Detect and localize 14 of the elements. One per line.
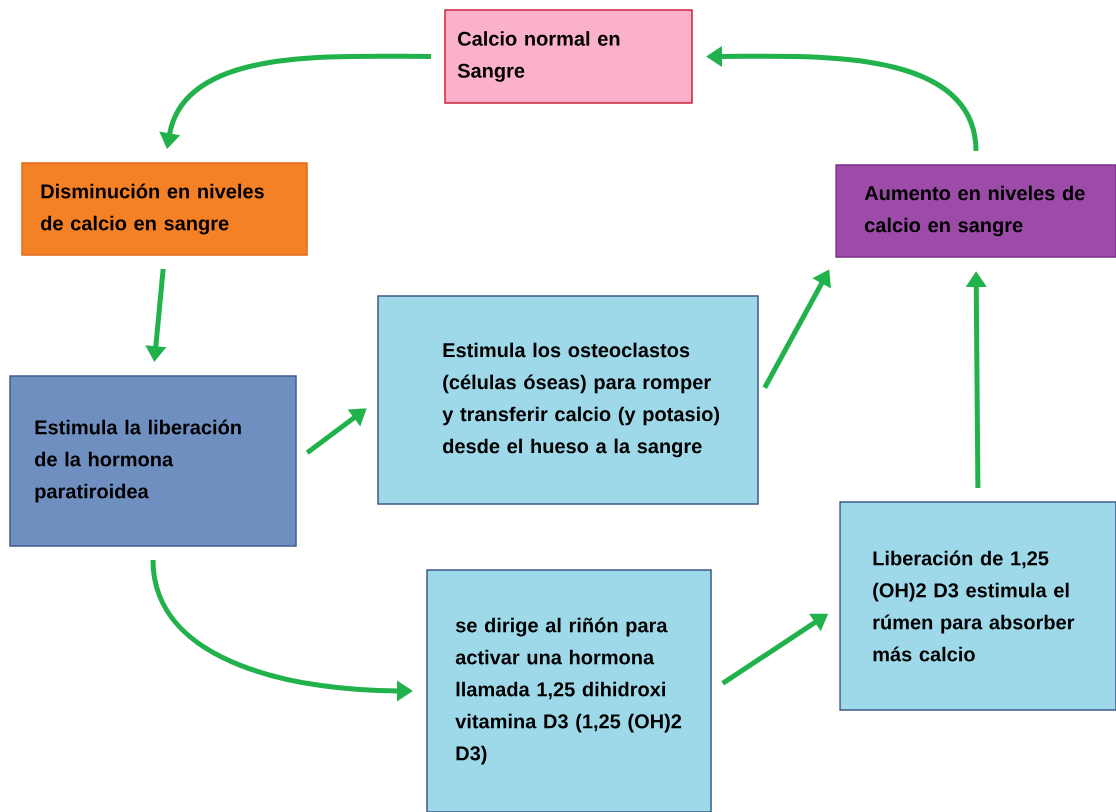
node-label: Aumento en niveles de calcio en sangre — [864, 185, 1085, 237]
process-box — [839, 501, 1116, 711]
process-box — [426, 569, 712, 812]
node-label: se dirige al riñón para activar una hormona llamada 1,25 dihidroxi vitamina D3 (1,25 (OH)2 D3) — [455, 617, 682, 765]
process-box — [444, 9, 693, 104]
node-label: Disminución en niveles de calcio en sangre — [41, 183, 264, 235]
process-box — [21, 162, 308, 256]
process-box — [377, 295, 759, 505]
node-label: Calcio normal en Sangre — [457, 31, 620, 82]
process-box — [9, 375, 297, 547]
node-label: Estimula los osteoclastos (células óseas) para romper y transferir calcio (y potasio) desde el hueso a la sangre — [442, 342, 720, 458]
process-box — [835, 164, 1116, 258]
node-label: Estimula la liberación de la hormona paratiroidea — [35, 419, 241, 503]
node-label: Liberación de 1,25 (OH)2 D3 estimula el rúmen para absorber más calcio — [873, 550, 1075, 662]
